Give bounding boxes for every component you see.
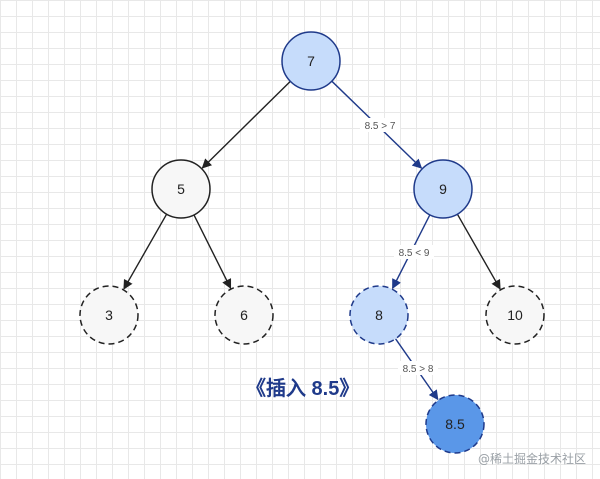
node-circle	[79, 285, 139, 345]
node-label: 8	[375, 307, 383, 323]
node-circle	[425, 394, 485, 454]
edge-label: 8.5 > 8	[403, 364, 434, 375]
node-circle	[151, 159, 211, 219]
diagram-title: 《插入 8.5》	[246, 378, 360, 400]
tree-node: 8.5	[425, 394, 485, 454]
node-circle	[214, 285, 274, 345]
edge-label-bg	[360, 118, 400, 132]
edge-label: 8.5 > 7	[365, 121, 396, 132]
node-label: 7	[307, 53, 315, 69]
tree-node: 6	[214, 285, 274, 345]
tree-node: 5	[151, 159, 211, 219]
node-label: 5	[177, 181, 185, 197]
node-label: 3	[105, 307, 113, 323]
tree-node: 7	[281, 31, 341, 91]
node-label: 10	[507, 307, 523, 323]
edge-n9-n10	[456, 213, 501, 290]
edge-label-bg	[394, 245, 434, 259]
node-label: 9	[439, 181, 447, 197]
node-label: 6	[240, 307, 248, 323]
watermark: @稀土掘金技术社区	[477, 452, 586, 466]
edge-n5-n3	[123, 213, 168, 290]
node-circle	[349, 285, 409, 345]
node-circle	[413, 159, 473, 219]
tree-node: 3	[79, 285, 139, 345]
edge-n5-n6	[193, 214, 232, 290]
edges: 8.5 > 7 8.5 < 9 8.5 > 8	[123, 80, 501, 401]
tree-node: 10	[485, 285, 545, 345]
node-circle	[281, 31, 341, 91]
nodes: 7 5 9 3 6 8 10 8.5	[79, 31, 545, 454]
edge-label: 8.5 < 9	[399, 248, 430, 259]
edge-label-bg	[398, 361, 438, 375]
edge-n7-n5	[201, 80, 291, 169]
node-label: 8.5	[445, 416, 465, 432]
tree-node: 8	[349, 285, 409, 345]
tree-node: 9	[413, 159, 473, 219]
node-circle	[485, 285, 545, 345]
